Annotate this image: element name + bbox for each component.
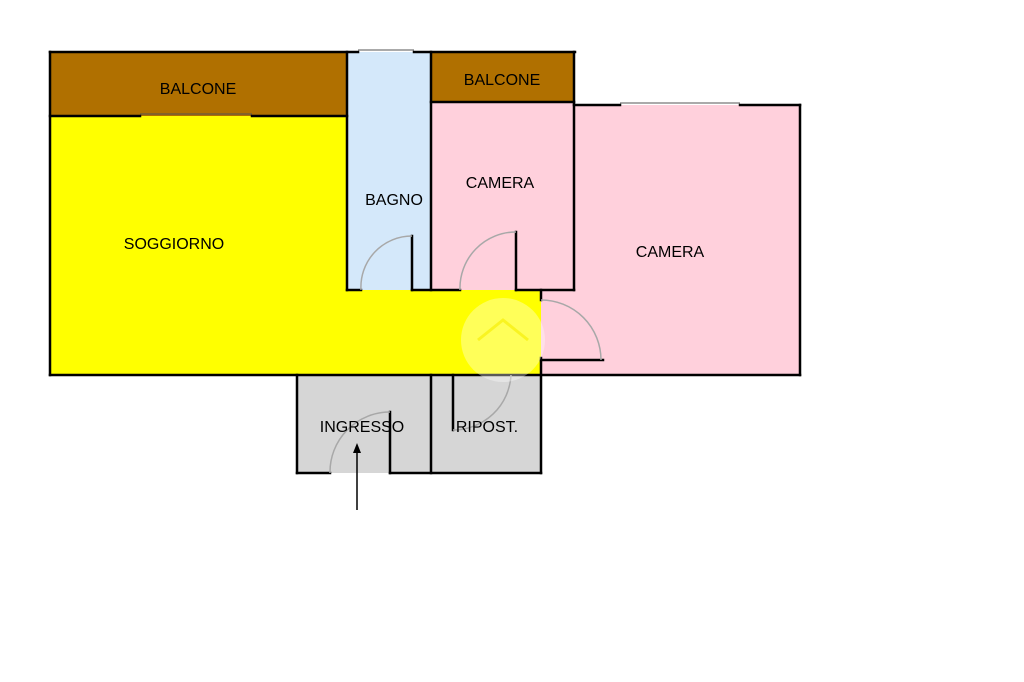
bagno-door-arc	[360, 235, 413, 291]
camera-small-label: CAMERA	[466, 175, 535, 192]
balcone-left-label: BALCONE	[160, 81, 236, 98]
camera-small-door-arc	[459, 231, 517, 291]
ripostiglio-area	[431, 374, 541, 473]
ripostiglio-label: RIPOST.	[456, 419, 518, 436]
walls	[48, 50, 802, 475]
windows	[140, 49, 740, 115]
room-fills	[51, 52, 799, 473]
balcone-right-label: BALCONE	[464, 72, 540, 89]
soggiorno-area	[51, 116, 347, 374]
ingresso-label: INGRESSO	[320, 419, 404, 436]
balcone-left-area	[51, 52, 347, 116]
entrance-arrow-icon	[353, 443, 361, 510]
ingresso-area	[297, 374, 431, 473]
camera-small-area	[431, 102, 574, 290]
door-arcs	[329, 231, 602, 474]
soggiorno-label: SOGGIORNO	[124, 236, 224, 253]
home-watermark-icon	[461, 298, 545, 382]
ripostiglio-door-arc	[452, 374, 512, 431]
balcone-right-area	[431, 52, 574, 102]
camera-large-area	[574, 105, 799, 375]
bagno-label: BAGNO	[365, 192, 423, 209]
corridor-area	[347, 290, 541, 374]
bagno-area	[347, 52, 431, 290]
camera-large-label: CAMERA	[636, 244, 705, 261]
camera-large-door-arc	[540, 299, 602, 361]
ingresso-door-arc	[329, 411, 391, 474]
